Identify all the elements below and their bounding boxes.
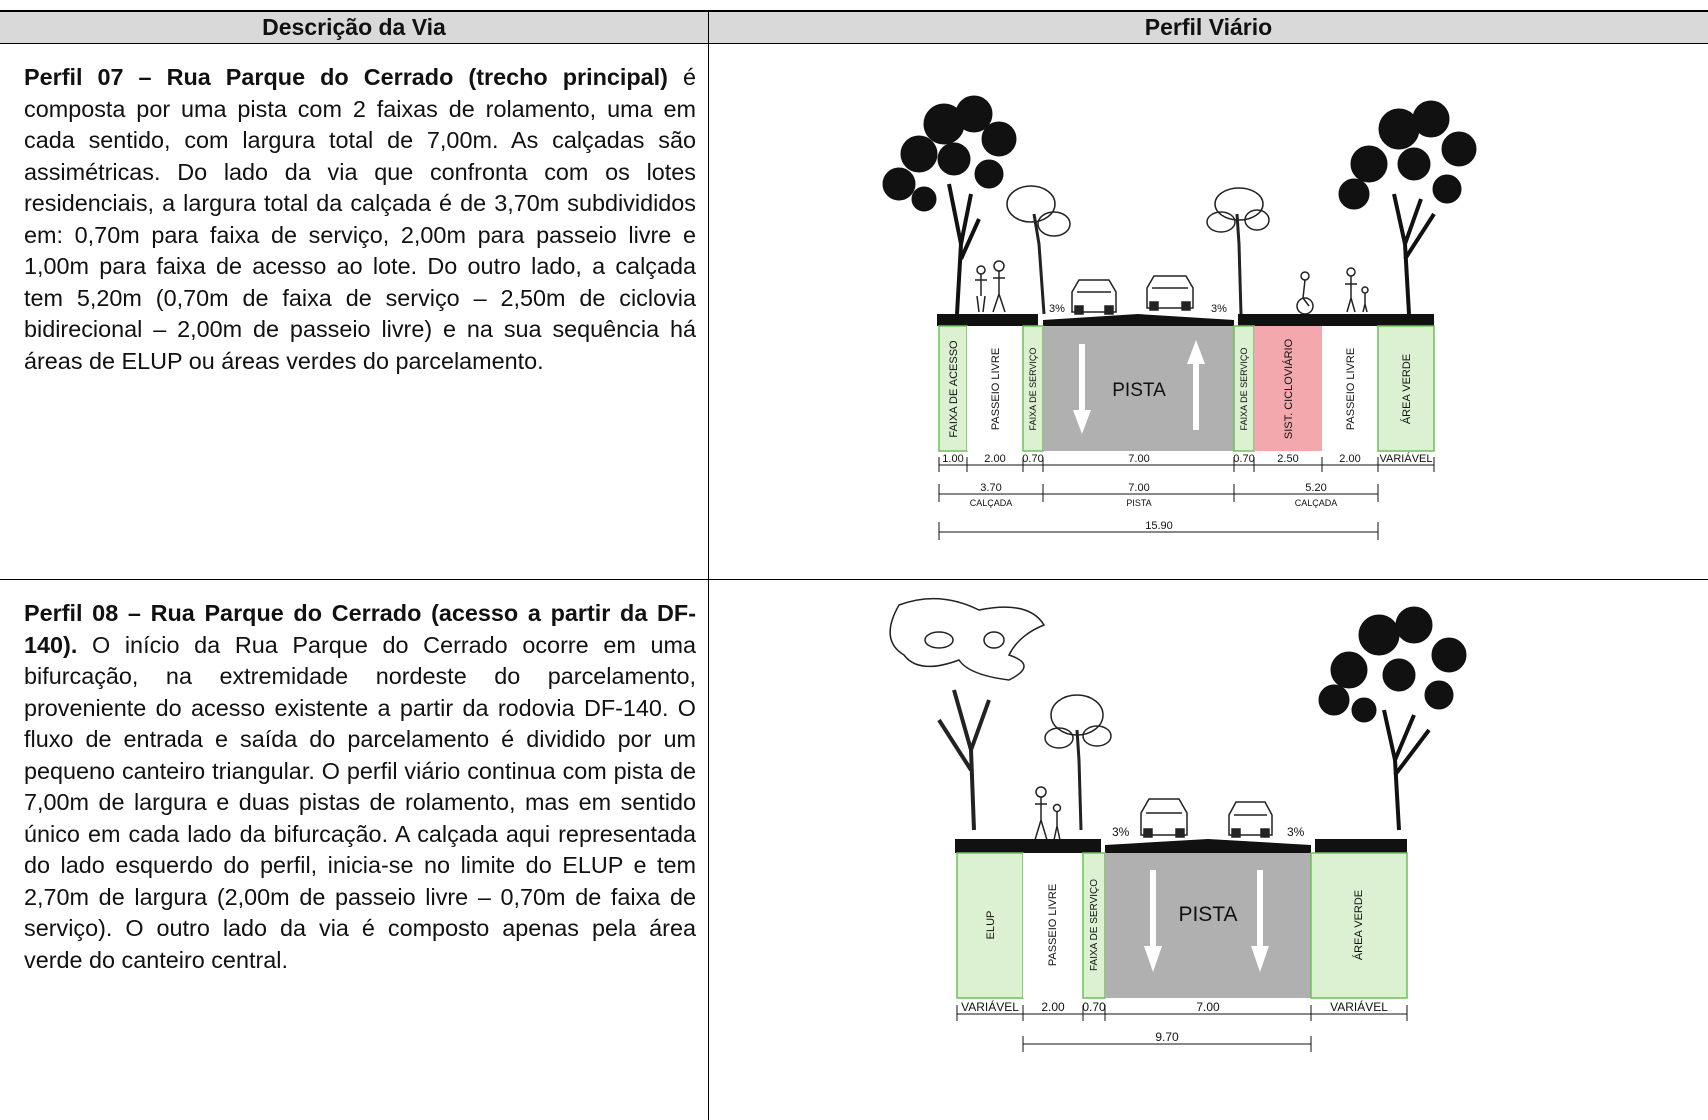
- overall-width: 9.70: [1155, 1030, 1179, 1044]
- profile-07-title: Perfil 07 – Rua Parque do Cerrado (trech…: [24, 64, 668, 90]
- pedestrian-icon: [975, 261, 1005, 312]
- total-label: PISTA: [1126, 498, 1151, 508]
- dim-label: 2.00: [1339, 453, 1360, 465]
- sidewalk-left-surface: [937, 314, 1038, 326]
- car-icon: [1072, 280, 1116, 314]
- tree-icon: [1207, 188, 1269, 314]
- road-surface: [1043, 314, 1234, 326]
- tree-icon: [890, 599, 1044, 830]
- sidewalk-right-surface: [1238, 314, 1434, 326]
- dim-label: 1.00: [942, 453, 963, 465]
- header-description: Descrição da Via: [0, 11, 709, 44]
- dimension-lines: [939, 457, 1434, 540]
- profile-08-diagram: 3% 3% ELUP PASSEIO LIVRE FAIXA DE SERVIÇ…: [709, 580, 1705, 1120]
- label-sist-cicloviario: SIST. CICLOVIÁRIO: [1282, 338, 1295, 439]
- cyclist-icon: [1297, 272, 1313, 314]
- label-faixa-acesso: FAIXA DE ACESSO: [948, 340, 960, 438]
- car-icon: [1229, 802, 1272, 837]
- tree-icon: [1319, 607, 1466, 830]
- tree-icon: [883, 96, 1016, 314]
- label-faixa-servico: FAIXA DE SERVIÇO: [1028, 348, 1038, 431]
- profile-08-body: O início da Rua Parque do Cerrado ocorre…: [24, 632, 696, 973]
- slope-left-label: 3%: [1049, 303, 1065, 315]
- slope-right-label: 3%: [1211, 303, 1227, 315]
- label-pista: PISTA: [1178, 903, 1237, 926]
- total-value: 7.00: [1128, 482, 1149, 494]
- header-profile: Perfil Viário: [709, 11, 1708, 44]
- profile-08-description: Perfil 08 – Rua Parque do Cerrado (acess…: [0, 580, 708, 976]
- tree-icon: [1007, 186, 1070, 314]
- profile-07-description: Perfil 07 – Rua Parque do Cerrado (trech…: [0, 44, 708, 377]
- car-icon: [1147, 276, 1193, 310]
- total-value: 3.70: [980, 482, 1001, 494]
- label-passeio-livre: PASSEIO LIVRE: [1047, 884, 1059, 966]
- dim-label: VARIÁVEL: [1380, 452, 1433, 465]
- total-label: CALÇADA: [1295, 498, 1338, 508]
- road-profile-table: Descrição da Via Perfil Viário Perfil 07…: [0, 10, 1708, 1120]
- label-area-verde: ÁREA VERDE: [1400, 354, 1413, 424]
- dim-label: 7.00: [1196, 1000, 1220, 1014]
- dim-label: 7.00: [1128, 453, 1149, 465]
- profile-07-body: é composta por uma pista com 2 faixas de…: [24, 64, 696, 374]
- profile-07-diagram: 3% 3% FAIXA DE ACESSO PASSEIO LIVRE FAIX…: [709, 44, 1705, 579]
- median-surface: [1315, 839, 1407, 853]
- total-value: 5.20: [1305, 482, 1326, 494]
- dim-label: VARIÁVEL: [961, 999, 1019, 1014]
- pedestrian-icon: [1035, 787, 1061, 840]
- label-pista: PISTA: [1112, 380, 1166, 401]
- dim-label: 0.70: [1022, 453, 1043, 465]
- slope-right-label: 3%: [1287, 825, 1305, 839]
- slope-left-label: 3%: [1112, 825, 1130, 839]
- dim-label: 0.70: [1233, 453, 1254, 465]
- pedestrian-icon: [1345, 268, 1368, 312]
- sidewalk-left-surface: [955, 839, 1101, 853]
- label-passeio-livre: PASSEIO LIVRE: [1345, 348, 1357, 430]
- car-icon: [1141, 799, 1187, 837]
- label-faixa-servico: FAIXA DE SERVIÇO: [1239, 348, 1249, 431]
- overall-width: 15.90: [1145, 520, 1173, 532]
- tree-icon: [1045, 695, 1111, 830]
- dim-label: 0.70: [1082, 1000, 1106, 1014]
- road-surface: [1105, 839, 1311, 853]
- label-passeio-livre: PASSEIO LIVRE: [990, 348, 1002, 430]
- label-area-verde: ÁREA VERDE: [1352, 890, 1365, 960]
- dim-label: 2.00: [984, 453, 1005, 465]
- dim-label: 2.00: [1041, 1000, 1065, 1014]
- tree-icon: [1339, 101, 1476, 314]
- row-profile-08: Perfil 08 – Rua Parque do Cerrado (acess…: [0, 580, 1708, 1120]
- label-faixa-servico: FAIXA DE SERVIÇO: [1089, 879, 1100, 971]
- row-profile-07: Perfil 07 – Rua Parque do Cerrado (trech…: [0, 44, 1708, 580]
- dim-label: VARIÁVEL: [1330, 999, 1388, 1014]
- label-elup: ELUP: [985, 911, 997, 940]
- total-label: CALÇADA: [970, 498, 1013, 508]
- dim-label: 2.50: [1277, 453, 1298, 465]
